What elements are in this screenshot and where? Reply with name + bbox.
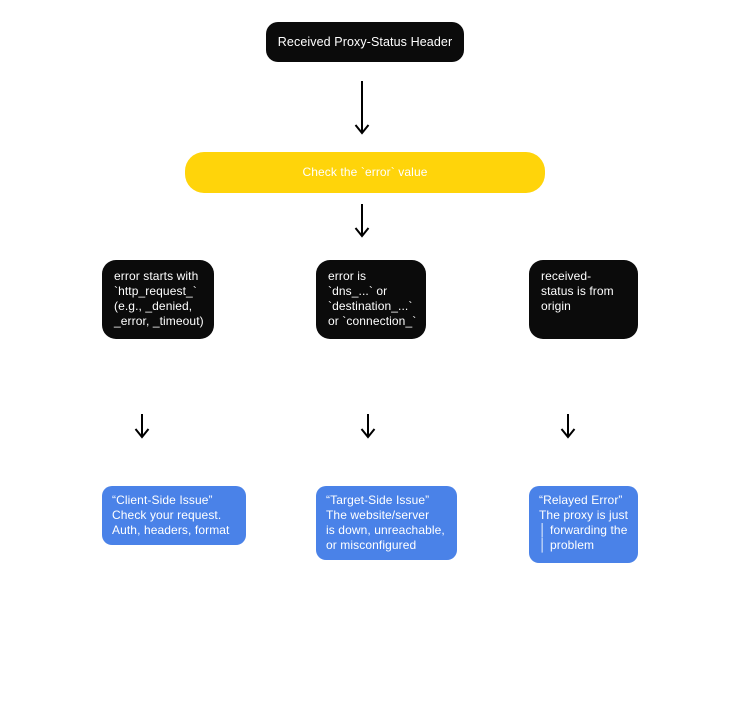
condition-node-received-status-origin: received- status is from origin	[529, 260, 638, 339]
outcome-node-target-side-issue: “Target-Side Issue” The website/server i…	[316, 486, 457, 560]
condition-node-http-request-error: error starts with `http_request_` (e.g.,…	[102, 260, 214, 339]
arrow-down-condition3-to-outcome3-icon	[560, 414, 576, 439]
check-error-value-node: Check the `error` value	[185, 152, 545, 193]
arrow-down-condition1-to-outcome1-icon	[134, 414, 150, 439]
arrow-down-condition2-to-outcome2-icon	[360, 414, 376, 439]
condition-node-dns-destination-connection-error: error is `dns_...` or `destination_...` …	[316, 260, 426, 339]
outcome-node-client-side-issue: “Client-Side Issue” Check your request. …	[102, 486, 246, 545]
arrow-down-start-to-check-icon	[354, 81, 370, 135]
start-node: Received Proxy-Status Header	[266, 22, 464, 62]
outcome-node-relayed-error: “Relayed Error” The proxy is just │ forw…	[529, 486, 638, 563]
arrow-down-check-to-conditions-icon	[354, 204, 370, 238]
